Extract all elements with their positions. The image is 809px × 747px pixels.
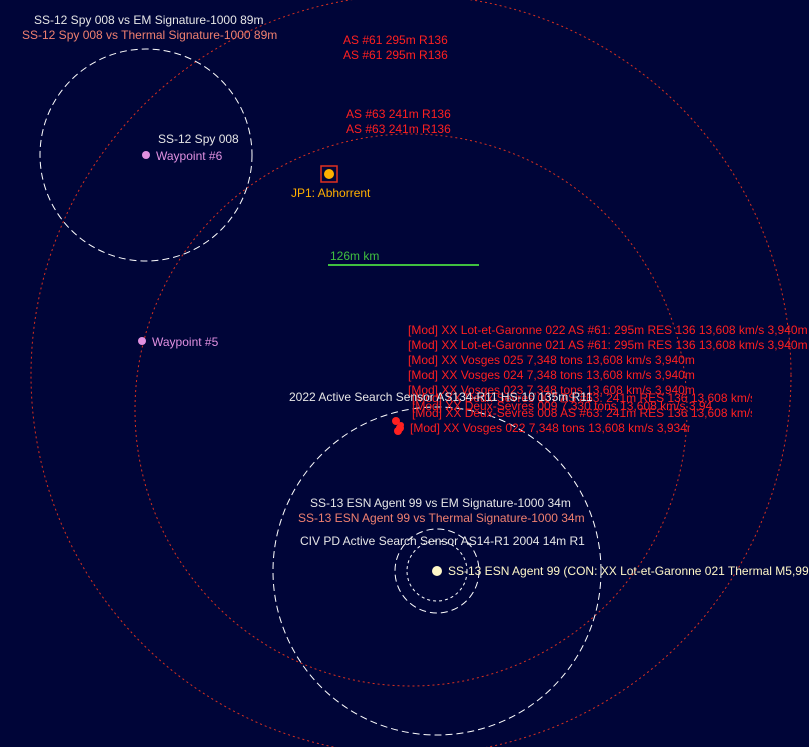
spy-thermal-label: SS-12 Spy 008 vs Thermal Signature-1000 … [22,28,278,42]
esn-em-label: SS-13 ESN Agent 99 vs EM Signature-1000 … [310,496,571,510]
spy-ship-label[interactable]: SS-12 Spy 008 [158,132,239,146]
contact-label[interactable]: [Mod] XX Lot-et-Garonne 021 AS #61: 295m… [408,338,808,352]
contact-label[interactable]: [Mod] XX Deux-Sevres 009 7,330 tons 13,6… [412,399,712,413]
as61-range-label: AS #61 295m R136 [343,33,448,47]
contact-label[interactable]: [Mod] XX Vosges 025 7,348 tons 13,608 km… [408,353,695,367]
hostile-contact-icon[interactable] [392,417,400,425]
hostile-contact-icon[interactable] [394,427,402,435]
contact-label[interactable]: [Mod] XX Vosges 022 7,348 tons 13,608 km… [410,421,690,435]
waypoint-5-label[interactable]: Waypoint #5 [152,335,219,349]
contact-label[interactable]: [Mod] XX Deux-Sevres 008 AS #63: 241m RE… [412,406,752,420]
as61-range-circle [30,0,792,747]
esn-em-range-circle [272,406,602,736]
spy-em-range-circle [39,48,253,262]
hostile-contact-icon[interactable] [398,422,404,428]
own-ship-icon[interactable] [432,566,442,576]
scale-label: 126m km [330,249,380,263]
contact-label[interactable]: [Mod] XX Deux-Sevres 007 AS #63: 241m RE… [412,391,752,405]
jump-point-box[interactable] [320,165,338,183]
jump-point-icon[interactable] [324,169,334,179]
contact-label[interactable]: [Mod] XX Vosges 023 7,348 tons 13,608 km… [408,383,695,397]
spy-em-label: SS-12 Spy 008 vs EM Signature-1000 89m [34,13,264,27]
waypoint-6-label[interactable]: Waypoint #6 [156,149,223,163]
esn-ship-label[interactable]: SS-13 ESN Agent 99 (CON: XX Lot-et-Garon… [448,564,809,578]
contact-label[interactable]: [Mod] XX Lot-et-Garonne 022 AS #61: 295m… [408,323,808,337]
waypoint-5-icon[interactable] [138,337,146,345]
jump-point-label[interactable]: JP1: Abhorrent [291,186,371,200]
as63-range-label: AS #63 241m R136 [346,107,451,121]
esn-thermal-label: SS-13 ESN Agent 99 vs Thermal Signature-… [298,511,585,525]
as61-range-label: AS #61 295m R136 [343,48,448,62]
active-sensor-label[interactable]: 2022 Active Search Sensor AS134-R11 HS-1… [289,390,593,404]
as63-range-label: AS #63 241m R136 [346,122,451,136]
as63-range-circle [134,133,688,687]
esn-inner-range-circle [406,540,468,602]
contact-label[interactable]: [Mod] XX Vosges 024 7,348 tons 13,608 km… [408,368,695,382]
waypoint-6-icon[interactable] [142,151,150,159]
civ-pd-range-circle [394,528,480,614]
civ-pd-sensor-label: CIV PD Active Search Sensor AS14-R1 2004… [300,534,585,548]
